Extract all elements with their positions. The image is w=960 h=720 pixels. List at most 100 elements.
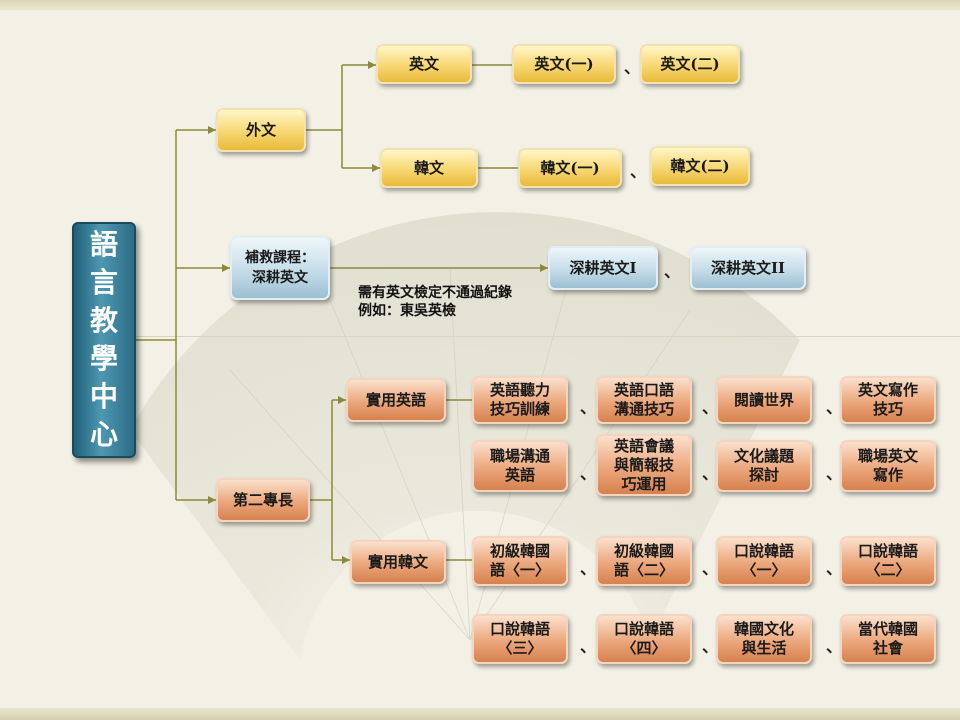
node-label: 語〈二〉 xyxy=(613,561,674,579)
node-label: 初級韓國 xyxy=(613,542,674,560)
root-char: 言 xyxy=(89,266,118,299)
node-practical-english[interactable]: 實用英語 xyxy=(346,378,446,422)
node-label: 英語會議 xyxy=(613,436,674,455)
course-node[interactable]: 當代韓國社會 xyxy=(840,614,936,664)
node-label: 與生活 xyxy=(741,639,787,657)
node-deep-english-2[interactable]: 深耕英文II xyxy=(690,246,806,290)
note-line: 例如：東吳英檢 xyxy=(358,303,456,319)
node-label: 韓文 xyxy=(413,159,444,177)
node-label: 技巧 xyxy=(872,400,903,418)
node-label: 溝通技巧 xyxy=(613,400,674,418)
separator: 、 xyxy=(702,637,719,656)
separator: 、 xyxy=(580,637,597,656)
separator: 、 xyxy=(826,637,843,656)
node-label: 深耕英文I xyxy=(569,259,637,277)
course-node[interactable]: 口說韓語〈四〉 xyxy=(596,614,692,664)
node-remedial-course[interactable]: 補救課程： 深耕英文 xyxy=(230,236,330,300)
node-label: 口說韓語 xyxy=(857,542,918,560)
top-border xyxy=(0,0,960,10)
node-label: 補救課程： xyxy=(245,250,315,266)
node-label: 深耕英文 xyxy=(252,270,308,286)
course-node[interactable]: 口說韓語〈二〉 xyxy=(840,536,936,586)
node-english-2[interactable]: 英文(二) xyxy=(640,44,740,84)
course-node[interactable]: 職場英文寫作 xyxy=(840,440,936,492)
root-node-language-center[interactable]: 語 言 教 學 中 心 xyxy=(72,222,136,458)
node-label: 文化議題 xyxy=(733,447,794,465)
root-char: 中 xyxy=(89,380,118,413)
separator: 、 xyxy=(826,398,843,417)
node-label: 口說韓語 xyxy=(733,542,794,560)
course-node[interactable]: 口說韓語〈三〉 xyxy=(472,614,568,664)
node-foreign-language[interactable]: 外文 xyxy=(216,108,306,152)
node-label: 實用英語 xyxy=(365,391,426,409)
node-label: 職場英文 xyxy=(857,447,918,465)
course-node[interactable]: 初級韓國語〈一〉 xyxy=(472,536,568,586)
node-label: 職場溝通 xyxy=(489,447,550,465)
node-english-1[interactable]: 英文(一) xyxy=(512,44,616,84)
node-label: 英語口語 xyxy=(613,381,674,399)
remedial-note: 需有英文檢定不通過紀錄 例如：東吳英檢 xyxy=(358,284,512,320)
node-label: 韓文(一) xyxy=(540,159,600,177)
node-label: 〈一〉 xyxy=(741,561,787,579)
course-node[interactable]: 閱讀世界 xyxy=(716,376,812,424)
separator: 、 xyxy=(702,398,719,417)
node-label: 英文(二) xyxy=(660,55,720,73)
course-node[interactable]: 英語口語溝通技巧 xyxy=(596,376,692,424)
node-label: 語〈一〉 xyxy=(489,561,550,579)
node-label: 口說韓語 xyxy=(489,620,550,638)
root-char: 教 xyxy=(89,304,118,337)
node-label: 社會 xyxy=(872,639,903,657)
separator: 、 xyxy=(702,464,719,483)
node-label: 英語聽力 xyxy=(489,381,550,399)
node-label: 英文寫作 xyxy=(857,381,918,399)
course-node[interactable]: 英文寫作技巧 xyxy=(840,376,936,424)
node-label: 巧運用 xyxy=(621,474,667,493)
node-korean-2[interactable]: 韓文(二) xyxy=(650,146,750,186)
bottom-border xyxy=(0,708,960,720)
course-node[interactable]: 韓國文化與生活 xyxy=(716,614,812,664)
node-label: 口說韓語 xyxy=(613,620,674,638)
node-label: 英文(一) xyxy=(534,55,594,73)
separator: 、 xyxy=(826,464,843,483)
root-char: 心 xyxy=(89,418,118,451)
node-practical-korean[interactable]: 實用韓文 xyxy=(350,540,446,584)
node-label: 與簡報技 xyxy=(613,455,674,474)
node-label: 探討 xyxy=(748,466,779,484)
node-label: 英語 xyxy=(504,466,535,484)
node-label: 〈四〉 xyxy=(621,639,667,657)
divider-line xyxy=(130,336,960,337)
course-node[interactable]: 口說韓語〈一〉 xyxy=(716,536,812,586)
separator: 、 xyxy=(664,262,681,281)
node-label: 韓文(二) xyxy=(670,157,730,175)
course-node[interactable]: 英語會議與簡報技巧運用 xyxy=(596,434,692,496)
separator: 、 xyxy=(630,162,647,181)
separator: 、 xyxy=(580,559,597,578)
separator: 、 xyxy=(702,559,719,578)
node-english[interactable]: 英文 xyxy=(376,44,472,84)
course-node[interactable]: 職場溝通英語 xyxy=(472,440,568,492)
course-node[interactable]: 英語聽力技巧訓練 xyxy=(472,376,568,424)
node-label: 技巧訓練 xyxy=(489,400,550,418)
node-deep-english-1[interactable]: 深耕英文I xyxy=(548,246,658,290)
node-korean[interactable]: 韓文 xyxy=(380,148,478,188)
node-label: 外文 xyxy=(245,121,276,139)
root-char: 語 xyxy=(89,228,118,261)
node-label: 韓國文化 xyxy=(733,620,794,638)
root-char: 學 xyxy=(89,342,118,375)
node-korean-1[interactable]: 韓文(一) xyxy=(518,148,622,188)
node-label: 實用韓文 xyxy=(367,553,428,571)
course-node[interactable]: 初級韓國語〈二〉 xyxy=(596,536,692,586)
note-line: 需有英文檢定不通過紀錄 xyxy=(358,285,512,301)
separator: 、 xyxy=(580,398,597,417)
node-second-specialty[interactable]: 第二專長 xyxy=(216,478,310,522)
separator: 、 xyxy=(624,58,641,77)
node-label: 寫作 xyxy=(872,466,903,484)
node-label: 閱讀世界 xyxy=(733,390,794,409)
node-label: 深耕英文II xyxy=(710,259,786,277)
separator: 、 xyxy=(580,464,597,483)
node-label: 當代韓國 xyxy=(857,620,918,638)
separator: 、 xyxy=(826,559,843,578)
node-label: 〈三〉 xyxy=(497,639,543,657)
course-node[interactable]: 文化議題探討 xyxy=(716,440,812,492)
